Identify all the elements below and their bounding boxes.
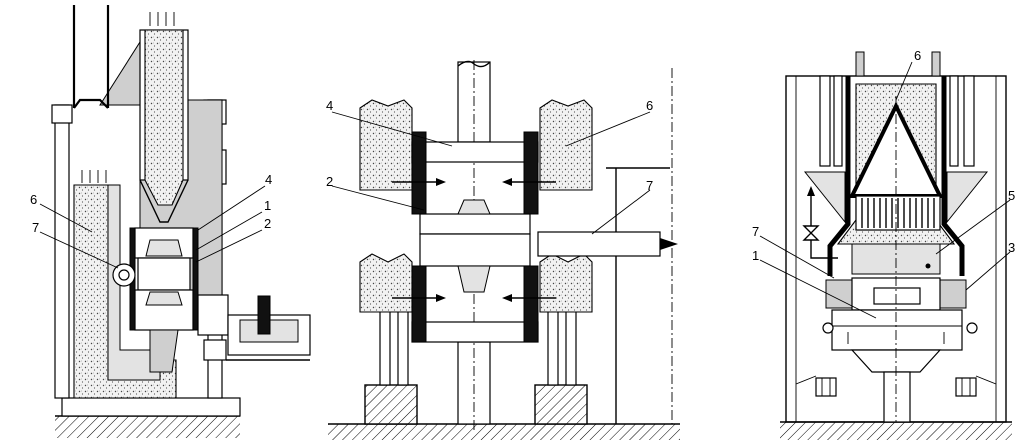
pivot-left [822,322,834,334]
pattern-box [873,287,921,305]
middle-press-figure: 4 6 2 7 [326,60,680,440]
guide-rod-right [963,75,975,167]
blow-nozzle-inner [118,269,130,281]
leader-6-right [895,61,913,101]
support-leg-right [565,309,577,386]
left-feed-tube-bottom [73,98,109,109]
center-hopper-sand [144,29,184,206]
label-1-right: 1 [752,248,759,263]
mould-upper [419,213,531,235]
sand-arrows-left [81,170,107,183]
leader-2-middle [331,185,425,211]
leader-2-left [195,229,263,263]
chamber-point [925,263,931,269]
casting-lower [457,265,491,293]
nozzle-grid-lines [861,198,935,228]
guide-rod-left [819,75,831,167]
pivot-right [966,322,978,334]
center-hopper-arrows [149,12,175,26]
mould-lower [419,233,531,267]
upper-black-left [411,131,427,215]
lower-plate [411,321,539,343]
side-conveyor-piece [257,295,271,335]
left-base [61,397,241,417]
chamber-wall [827,76,965,276]
label-2-left: 2 [264,216,271,231]
leader-1-left [195,211,263,251]
top-stud [931,51,941,77]
flask-middle [137,257,191,291]
label-7-right: 7 [752,224,759,239]
upper-block-left [359,99,413,191]
upper-plate [411,141,539,163]
side-cylinder-rods [795,375,997,396]
upper-black-right [523,131,539,215]
center-hopper-funnel [139,179,189,223]
vent-arrow [807,186,815,196]
leader-6-middle [565,111,651,147]
pattern-plate-detail [832,325,962,344]
label-1-left: 1 [264,198,271,213]
discharge-pipe-arrow [660,238,678,250]
leader-6-left [39,203,93,233]
lower-hopper [149,329,179,373]
foundation-left-outline [364,384,418,425]
top-stud [855,51,865,77]
leader-4-middle [331,111,453,147]
pipe-bracket [606,167,670,424]
flask-ring-right [939,279,967,309]
leader-1-right [759,259,877,319]
label-6-right: 6 [914,48,921,63]
left-frame-column [54,104,70,399]
foundation-right [535,385,587,424]
label-7-middle: 7 [646,178,653,193]
pattern-shape [145,239,183,306]
upper-block-right [539,99,593,191]
left-ground-hatch [55,416,240,438]
lift-column [883,371,911,423]
label-6-middle: 6 [646,98,653,113]
support-leg-left [397,309,409,386]
guide-rod-right [949,75,959,167]
right-ground-hatch [780,422,1012,440]
label-5-right: 5 [1008,188,1015,203]
left-frame-column-cap [51,104,73,124]
label-4-middle: 4 [326,98,333,113]
label-4-left: 4 [265,172,272,187]
lower-block-left [359,253,413,313]
right-machine-figure: 6 5 7 1 3 [752,48,1015,440]
side-hopper-right [946,171,989,224]
discharge-pipe [537,231,661,257]
middle-ground-hatch [328,424,680,440]
label-2-middle: 2 [326,174,333,189]
lower-black-right [523,265,539,343]
casting-upper [457,199,491,215]
leader-7-middle [591,189,651,235]
guide-rod-left [833,75,843,167]
lower-block-right [539,253,593,313]
left-machine-figure: 4 1 2 6 7 [30,5,311,438]
support-leg-left [379,309,391,386]
leader-7-left [39,231,119,269]
label-7-left: 7 [32,220,39,235]
pattern-plate [831,309,963,351]
side-hopper-left [803,171,846,224]
leader-7-right [759,235,835,279]
lower-black-left [411,265,427,343]
side-cylinder-left [815,377,837,397]
foundation-left [365,385,417,424]
leader-4-left [197,185,266,231]
side-conveyor-frame [197,294,229,336]
side-cylinder-right [955,377,977,397]
support-leg-right [547,309,559,386]
vent-valve [802,192,838,259]
leader-5-right [935,199,1011,255]
foundation-right-outline [534,384,588,425]
label-3-right: 3 [1008,240,1015,255]
leader-3-right [965,251,1011,291]
right-frame-block [203,339,227,361]
label-6-left: 6 [30,192,37,207]
press-arrows [392,181,556,299]
